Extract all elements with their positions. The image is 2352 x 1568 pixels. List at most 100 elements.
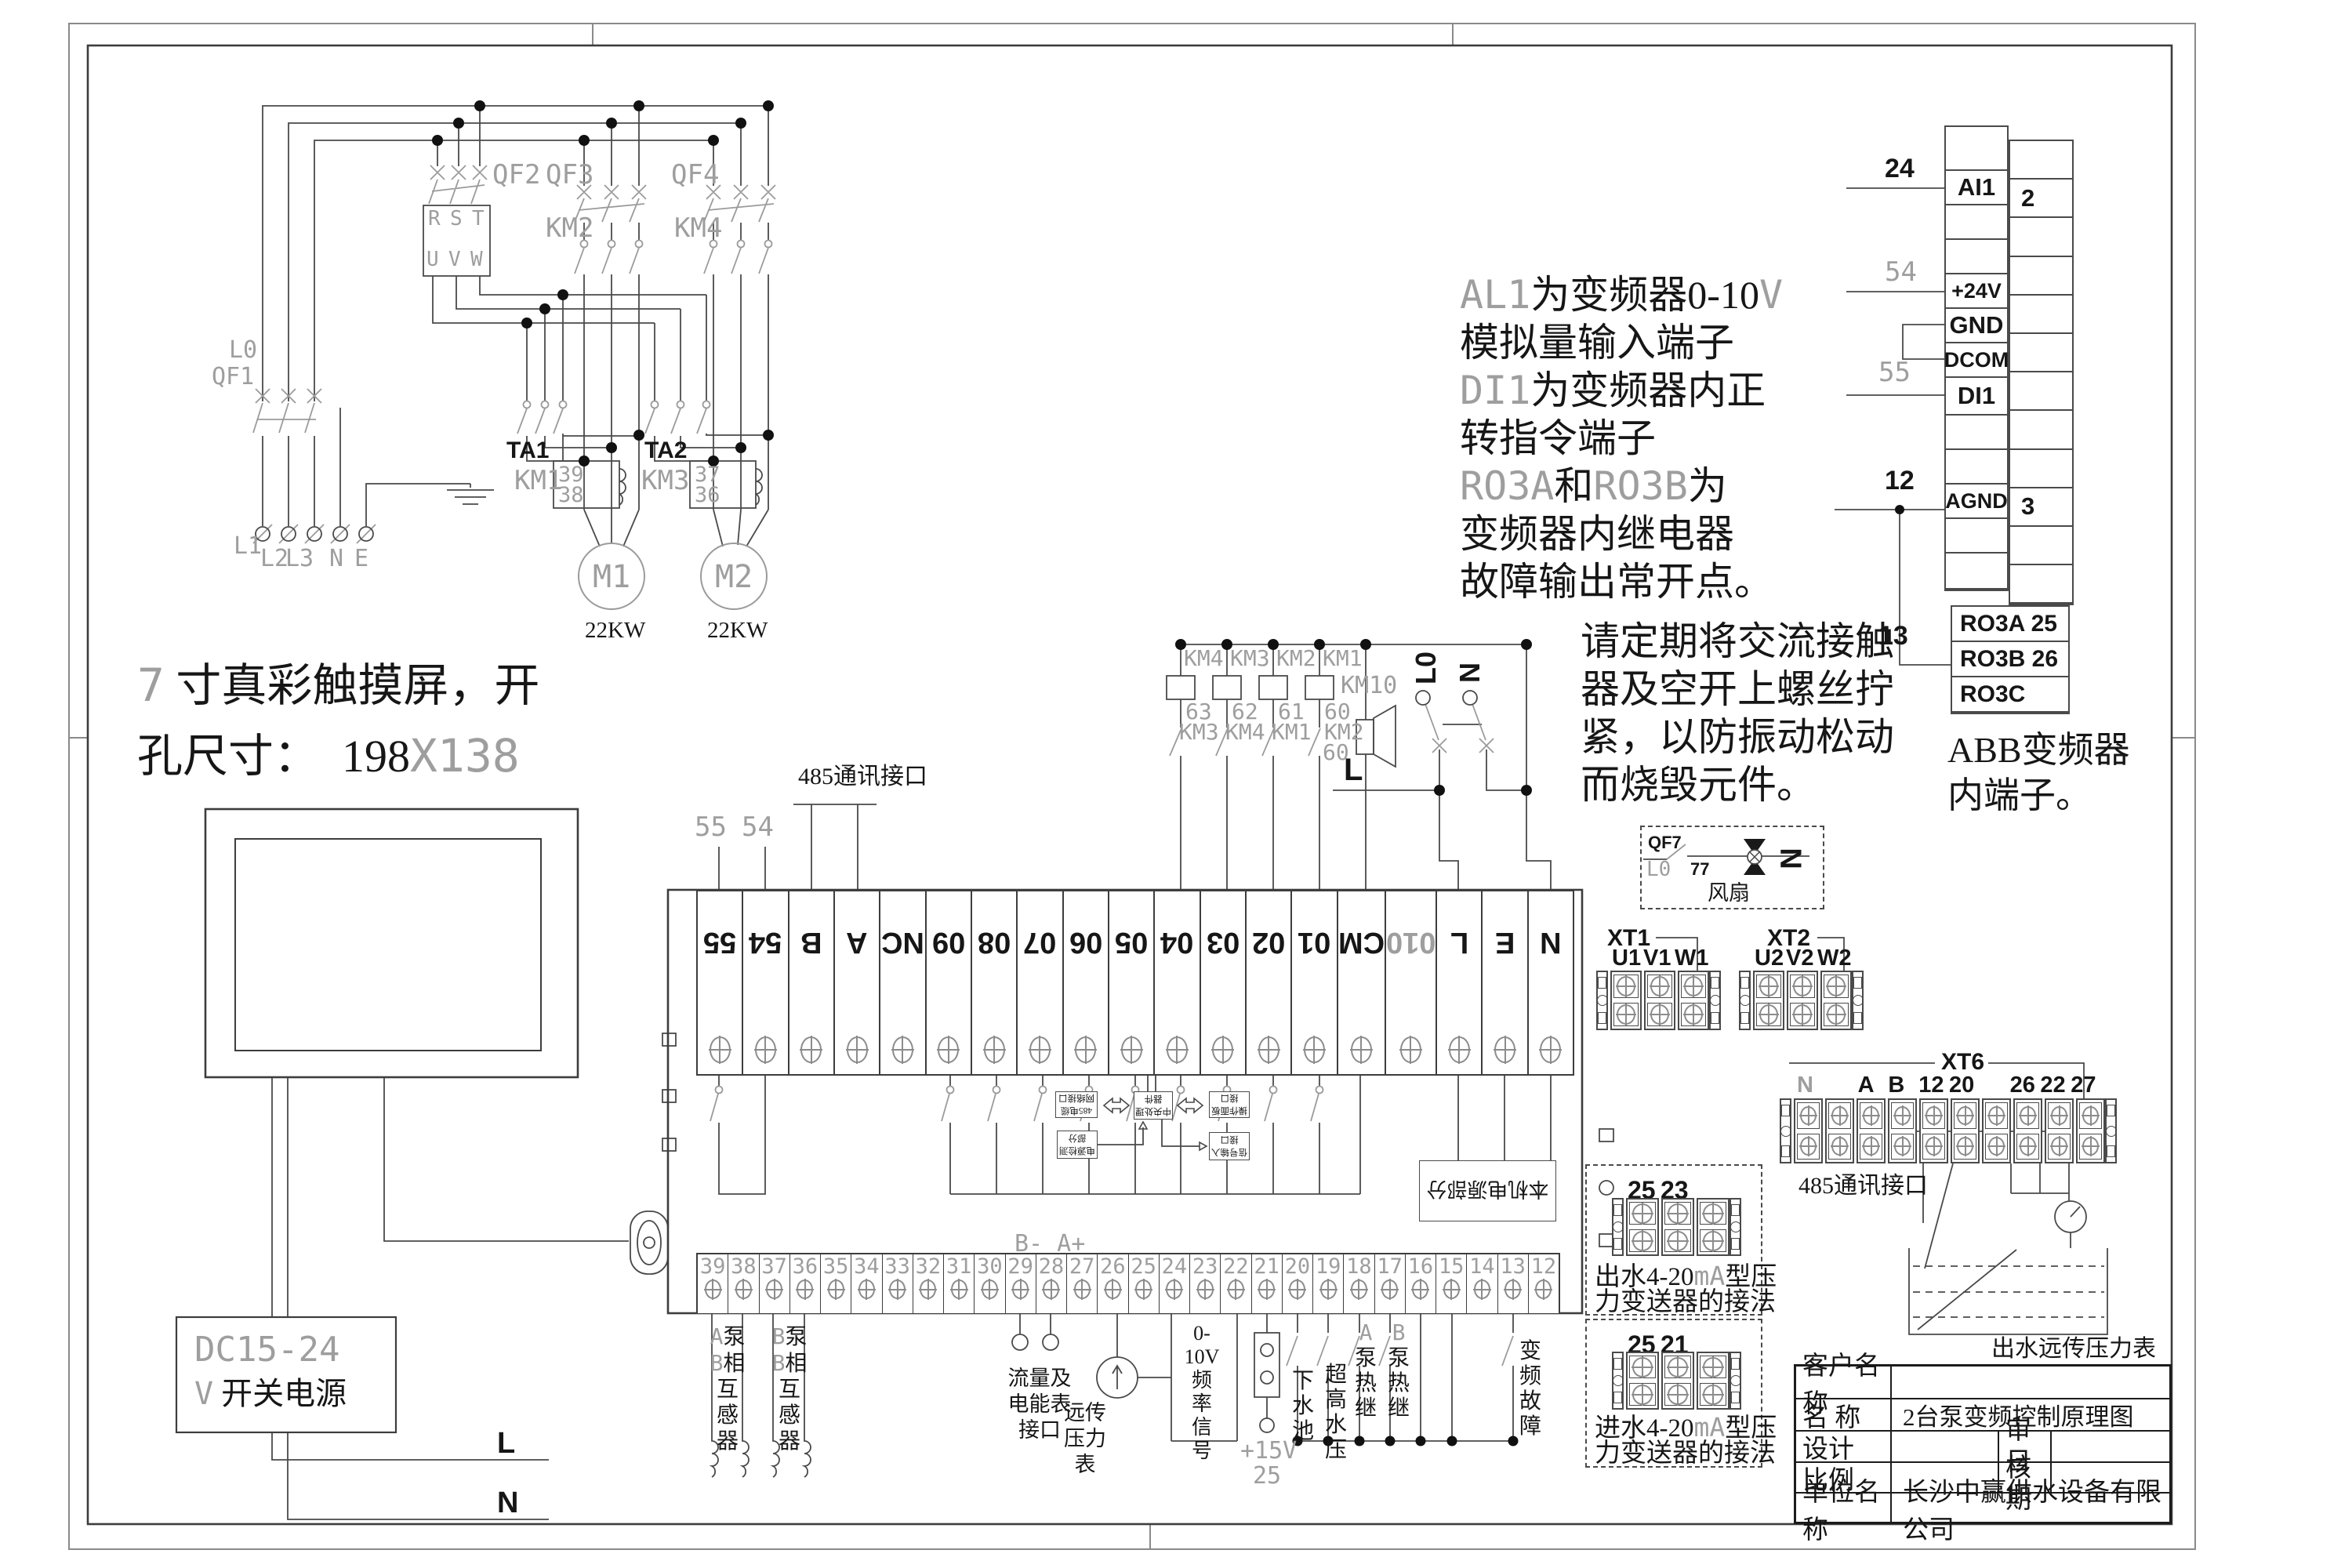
text-line: 压 — [1323, 1438, 1348, 1463]
terminal-cell-24: 24 — [1158, 1254, 1189, 1313]
screw-socket — [1922, 1102, 1945, 1129]
terminal-number: 25 — [1131, 1254, 1156, 1279]
text-seg: RO3B — [1593, 463, 1688, 509]
km1-label: KM1 — [514, 465, 563, 496]
terminal-number: 12 — [1530, 1254, 1557, 1279]
inverter-r: R — [428, 207, 441, 230]
abb-right-cell — [2010, 296, 2072, 334]
screw-icon — [845, 1036, 869, 1064]
screw-icon — [1799, 1105, 1817, 1126]
end-plate — [1612, 1198, 1624, 1256]
terminal-column — [1626, 1352, 1659, 1410]
terminal-label: 08 — [977, 926, 1011, 959]
text-seg: 孔尺寸： — [137, 731, 343, 782]
text-seg: 频 — [1519, 1364, 1541, 1388]
fan-n-label: N — [1775, 848, 1809, 869]
end-plate — [1739, 971, 1751, 1030]
terminal-cell-07: 07 — [1016, 891, 1062, 1074]
wire-60: 60 — [1324, 699, 1351, 724]
qf4-label: QF4 — [671, 159, 720, 191]
pt-out-block — [1612, 1198, 1741, 1256]
text-line: 超 — [1323, 1363, 1348, 1388]
text-seg: 水 — [1324, 1413, 1347, 1437]
km3-contact-label: KM3 — [1179, 719, 1219, 745]
text-seg: 热 — [1354, 1371, 1377, 1396]
plate-slot — [1613, 1204, 1622, 1216]
title-value2 — [2050, 1463, 2169, 1492]
text-line: 热 — [1386, 1371, 1411, 1396]
wire-54-label: 54 — [742, 811, 774, 843]
screw-icon — [1702, 1229, 1724, 1252]
plate-hole — [1730, 1221, 1741, 1232]
psu-box — [175, 1316, 397, 1434]
screw-icon — [1792, 975, 1813, 997]
screw-socket — [1985, 1102, 2008, 1129]
text-seg: 为 — [1687, 464, 1727, 508]
terminal-number: 35 — [822, 1254, 849, 1279]
label-stack-pool: 下水池 — [1290, 1369, 1316, 1444]
xt6-term-27: 27 — [2071, 1073, 2096, 1098]
wire-62: 62 — [1232, 699, 1258, 724]
abb-right-cell: 2 — [2010, 180, 2072, 219]
terminal-cell-03: 03 — [1199, 891, 1245, 1074]
abb-cell-blank — [1946, 554, 2007, 590]
text-seg: 互 — [778, 1377, 800, 1402]
screw-icon — [1831, 1105, 1849, 1126]
xt1-term-V1: V1 — [1643, 946, 1671, 971]
label-stack-flow: 流量及电能表接口 — [1005, 1366, 1074, 1443]
title-row: 单位名称长沙中赢供水设备有限公司 — [1796, 1479, 2169, 1544]
text-line: 模拟量输入端子 — [1460, 319, 1783, 367]
terminal-column — [1678, 971, 1709, 1030]
abb-cell-GND: GND — [1946, 309, 2007, 343]
screw-socket — [1700, 1229, 1726, 1252]
terminal-number: 17 — [1377, 1254, 1403, 1279]
abb-right-cell — [2010, 218, 2072, 257]
screw-icon — [980, 1279, 999, 1300]
screw-icon — [1632, 1356, 1653, 1378]
terminal-number: 37 — [761, 1254, 787, 1279]
plate-hole — [1730, 1375, 1741, 1386]
terminal-number: 29 — [1007, 1254, 1033, 1279]
terminal-column — [2045, 1098, 2074, 1163]
text-seg: 请定期将交流接触 — [1581, 619, 1894, 663]
fan-caption: 风扇 — [1708, 881, 1750, 905]
screw-socket — [1756, 1003, 1781, 1026]
abb-right-cell: 3 — [2010, 488, 2072, 527]
text-seg: 信 — [1191, 1416, 1212, 1439]
title-value — [1890, 1463, 1998, 1492]
screw-socket — [1664, 1356, 1691, 1378]
text-line: 进水4-20mA型压 — [1595, 1414, 1777, 1442]
terminal-number: 23 — [1192, 1254, 1218, 1279]
text-line: 转指令端子 — [1460, 415, 1783, 463]
text-seg: 7 — [137, 659, 165, 712]
l0-switch-label: L0 — [1410, 651, 1443, 685]
abb-caption: ABB变频器内端子。 — [1947, 728, 2130, 818]
text-seg: 而烧毁元件。 — [1581, 763, 1816, 807]
text-seg: 相 — [785, 1352, 808, 1376]
screw-socket — [2016, 1133, 2039, 1160]
screw-icon — [826, 1279, 845, 1300]
screw-icon — [982, 1036, 1006, 1064]
terminal-cell-B: B — [787, 891, 833, 1074]
screw-icon — [1632, 1202, 1653, 1225]
text-seg: 器 — [778, 1429, 800, 1454]
text-line: 接口 — [1005, 1417, 1074, 1443]
screw-socket — [1891, 1133, 1914, 1160]
label-stack-overp: 超高水压 — [1323, 1363, 1348, 1463]
screw-icon — [1319, 1279, 1338, 1300]
terminal-label: L — [1450, 926, 1468, 959]
screw-icon — [753, 1036, 777, 1064]
wires — [262, 105, 2108, 1520]
text-seg: DC15-24 — [194, 1330, 340, 1370]
text-seg: 力变送器的接法 — [1595, 1288, 1776, 1316]
title-value: 长沙中赢供水设备有限公司 — [1890, 1479, 2169, 1544]
text-line: 出水4-20mA型压 — [1595, 1263, 1777, 1290]
text-line: 部分 — [1068, 1133, 1087, 1142]
ta2-label: TA2 — [644, 437, 688, 463]
text-seg: 接口 — [1018, 1418, 1061, 1442]
xt1-term-W1: W1 — [1675, 946, 1709, 971]
abb-cell-blank — [1946, 416, 2007, 450]
plate-hole — [1739, 995, 1751, 1006]
text-line: B泵 — [764, 1323, 815, 1350]
